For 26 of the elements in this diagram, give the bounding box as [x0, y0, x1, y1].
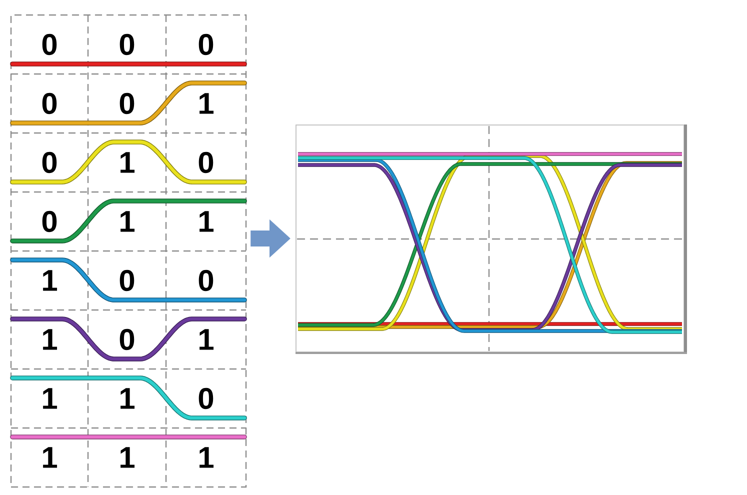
bit-digit: 1	[200, 211, 214, 232]
bit-digit: 1	[120, 152, 135, 173]
bit-digit: 1	[200, 447, 214, 468]
bit-digit: 0	[120, 92, 134, 114]
bit-digit: 1	[200, 93, 214, 114]
bit-digit: 0	[198, 388, 214, 410]
bit-digit: 0	[42, 210, 57, 232]
dashed-grid	[10, 14, 247, 488]
bit-digit: 0	[42, 152, 57, 174]
bit-digit: 0	[42, 92, 57, 114]
bit-digit: 1	[120, 447, 135, 468]
bit-digit: 1	[120, 211, 135, 232]
bit-digit: 0	[120, 328, 134, 350]
bit-digit: 1	[43, 329, 58, 350]
bit-digit: 1	[120, 388, 135, 409]
bit-digit: 0	[120, 270, 134, 292]
bit-digit: 0	[120, 34, 134, 56]
bit-digit: 0	[42, 34, 57, 56]
bit-digit: 1	[43, 388, 58, 409]
bit-digit: 1	[43, 447, 58, 468]
bit-digit: 0	[198, 152, 214, 174]
eye-diagram	[296, 124, 687, 354]
bit-digit: 0	[198, 270, 214, 292]
bit-digit: 1	[200, 329, 214, 350]
bit-digit: 0	[198, 34, 214, 56]
bit-digit: 1	[43, 270, 58, 291]
